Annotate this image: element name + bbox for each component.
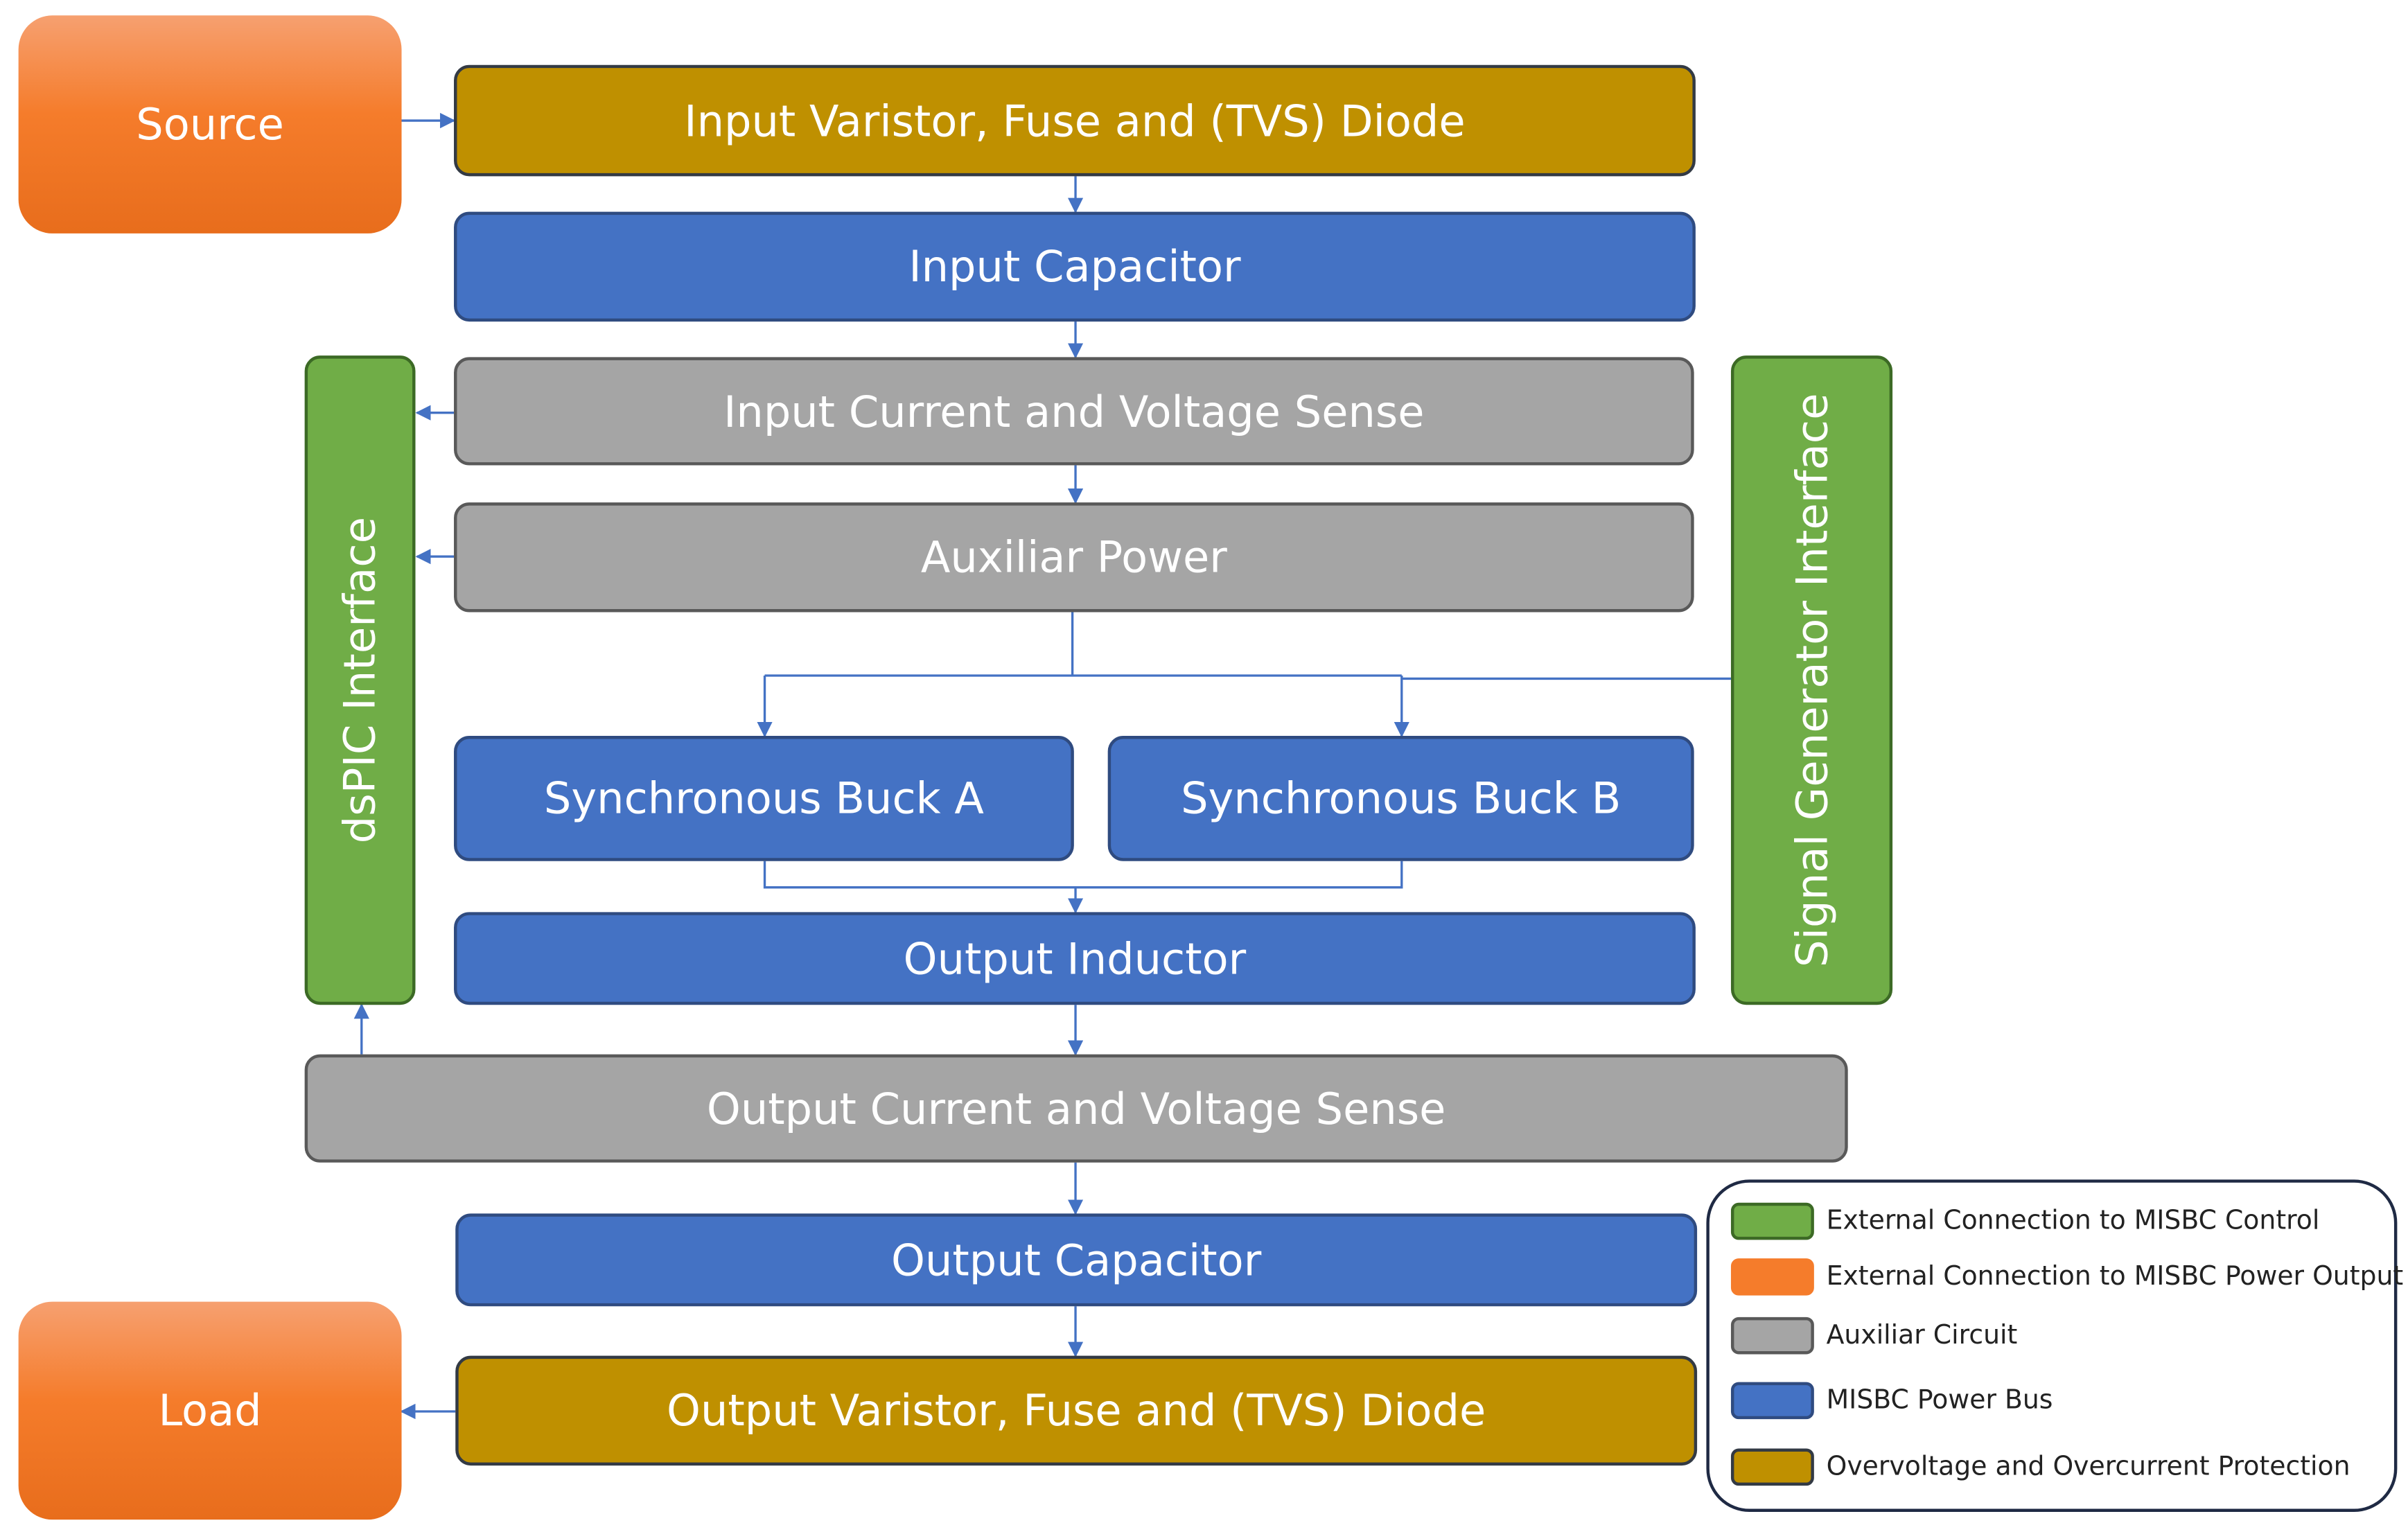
input-capacitor-label: Input Capacitor bbox=[908, 241, 1241, 292]
buck-b-label: Synchronous Buck B bbox=[1181, 773, 1622, 825]
output-protection-label: Output Varistor, Fuse and (TVS) Diode bbox=[667, 1385, 1486, 1436]
source-label: Source bbox=[136, 98, 284, 150]
output-protection-block: Output Varistor, Fuse and (TVS) Diode bbox=[455, 1355, 1698, 1466]
legend-swatch bbox=[1730, 1448, 1814, 1486]
output-capacitor-block: Output Capacitor bbox=[455, 1213, 1698, 1307]
legend-item-control: External Connection to MISBC Control bbox=[1730, 1199, 2320, 1242]
buck-b-block: Synchronous Buck B bbox=[1107, 736, 1694, 861]
load-block: Load bbox=[18, 1301, 402, 1520]
legend-item-power-bus: MISBC Power Bus bbox=[1730, 1379, 2053, 1422]
output-capacitor-label: Output Capacitor bbox=[891, 1234, 1262, 1286]
buck-a-label: Synchronous Buck A bbox=[543, 773, 984, 825]
legend-label: MISBC Power Bus bbox=[1826, 1385, 2053, 1416]
legend-label: External Connection to MISBC Power Outpu… bbox=[1826, 1261, 2404, 1293]
output-inductor-label: Output Inductor bbox=[903, 933, 1247, 985]
auxiliar-power-label: Auxiliar Power bbox=[920, 531, 1227, 583]
legend-item-auxiliar: Auxiliar Circuit bbox=[1730, 1314, 2018, 1357]
output-inductor-block: Output Inductor bbox=[454, 912, 1696, 1005]
input-sense-block: Input Current and Voltage Sense bbox=[454, 357, 1694, 466]
input-capacitor-block: Input Capacitor bbox=[454, 211, 1696, 322]
legend-swatch bbox=[1730, 1317, 1814, 1355]
input-protection-block: Input Varistor, Fuse and (TVS) Diode bbox=[454, 64, 1696, 177]
load-label: Load bbox=[158, 1385, 262, 1436]
legend-swatch bbox=[1730, 1382, 1814, 1420]
legend-swatch bbox=[1730, 1202, 1814, 1240]
input-protection-label: Input Varistor, Fuse and (TVS) Diode bbox=[684, 95, 1466, 146]
buck-a-block: Synchronous Buck A bbox=[454, 736, 1074, 861]
legend-swatch bbox=[1730, 1258, 1814, 1296]
legend-label: Overvoltage and Overcurrent Protection bbox=[1826, 1452, 2350, 1483]
legend-item-protection: Overvoltage and Overcurrent Protection bbox=[1730, 1445, 2350, 1488]
source-block: Source bbox=[18, 15, 402, 234]
dspic-interface-label: dsPIC Interface bbox=[334, 516, 386, 844]
dspic-interface-block: dsPIC Interface bbox=[304, 355, 416, 1005]
output-sense-block: Output Current and Voltage Sense bbox=[304, 1054, 1848, 1163]
line-bucks-merge bbox=[763, 861, 1403, 889]
legend-label: Auxiliar Circuit bbox=[1826, 1320, 2018, 1351]
legend: External Connection to MISBC Control Ext… bbox=[1706, 1179, 2403, 1513]
output-sense-label: Output Current and Voltage Sense bbox=[706, 1082, 1446, 1134]
legend-label: External Connection to MISBC Control bbox=[1826, 1206, 2320, 1237]
signal-generator-interface-block: Signal Generator Interface bbox=[1730, 355, 1893, 1005]
input-sense-label: Input Current and Voltage Sense bbox=[723, 385, 1425, 437]
signal-generator-interface-label: Signal Generator Interface bbox=[1786, 393, 1838, 967]
legend-item-power-output: External Connection to MISBC Power Outpu… bbox=[1730, 1256, 2404, 1298]
auxiliar-power-block: Auxiliar Power bbox=[454, 502, 1694, 613]
